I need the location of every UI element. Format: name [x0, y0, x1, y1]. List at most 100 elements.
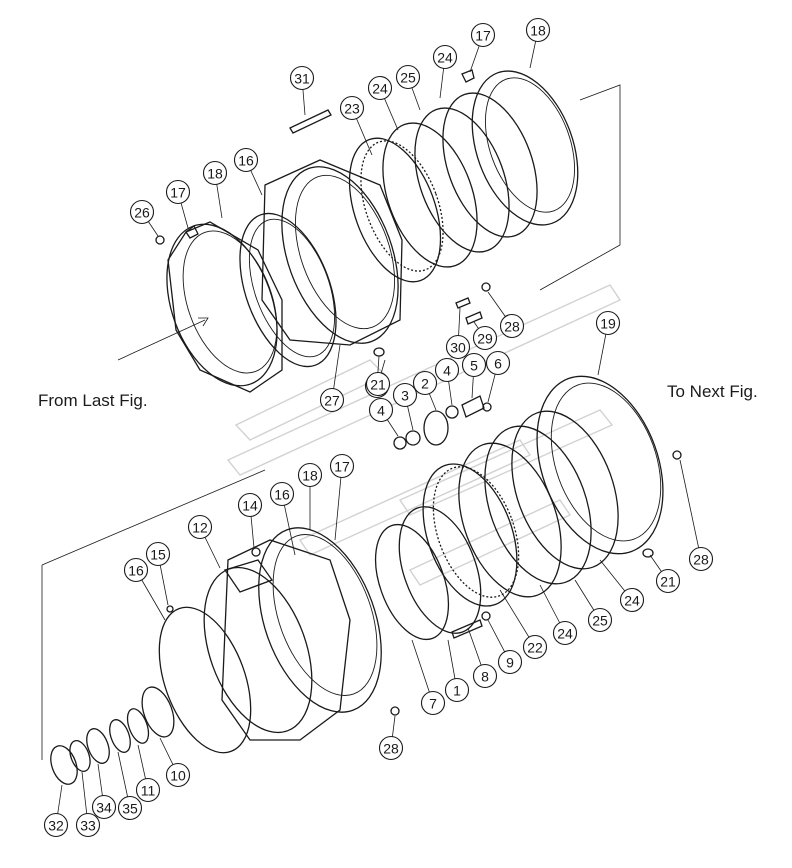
disc-24-upper-a	[382, 122, 478, 268]
callout-number: 18	[530, 23, 546, 39]
plate-12	[203, 566, 313, 734]
ring-16-upper	[239, 212, 337, 368]
callout-circle	[444, 677, 470, 703]
washer-9	[481, 611, 491, 621]
callout-circle	[497, 649, 523, 675]
callout-number: 21	[370, 377, 386, 393]
to-next-figure-label: To Next Fig.	[667, 382, 758, 401]
callout-circle	[522, 634, 548, 660]
callout-number: 16	[128, 563, 144, 579]
ring-16-lower	[158, 606, 252, 754]
callout-circle	[365, 371, 391, 397]
reference-lines	[41, 84, 621, 760]
leader-line-17	[334, 465, 343, 541]
callout-number: 5	[470, 358, 478, 374]
callout-number: 15	[150, 547, 166, 563]
from-last-figure-label: From Last Fig.	[38, 391, 148, 410]
callout-24: 24	[367, 75, 393, 101]
callout-18: 18	[202, 160, 228, 186]
callout-28: 28	[378, 735, 404, 761]
washer-4-right	[445, 405, 459, 419]
callout-number: 11	[141, 783, 156, 799]
callout-circle	[368, 397, 394, 423]
callout-circle	[412, 370, 438, 396]
callout-25: 25	[587, 607, 613, 633]
plate-19	[536, 375, 664, 555]
disc-24-lower	[458, 442, 562, 598]
clip-17-upper-left	[185, 225, 199, 239]
callout-32: 32	[43, 812, 69, 838]
callout-35: 35	[117, 795, 143, 821]
bearing-32	[50, 745, 78, 785]
pin-21-upper	[373, 347, 385, 357]
housing-lower	[258, 527, 382, 713]
callout-number: 1	[453, 683, 461, 699]
callout-number: 17	[475, 28, 491, 44]
callout-circle	[587, 607, 613, 633]
callout-28: 28	[688, 546, 714, 572]
block-14	[223, 559, 274, 593]
callout-circle	[688, 546, 714, 572]
callout-circle	[129, 199, 155, 225]
callout-number: 32	[48, 818, 64, 834]
callout-number: 17	[334, 459, 350, 475]
callout-24: 24	[432, 44, 458, 70]
callout-number: 35	[122, 801, 138, 817]
callout-number: 21	[660, 574, 676, 590]
lower-assembly	[50, 506, 491, 785]
callout-number: 23	[344, 101, 360, 117]
callout-18: 18	[525, 17, 551, 43]
callout-circle	[165, 762, 191, 788]
callout-number: 10	[170, 768, 186, 784]
callout-number: 12	[192, 520, 208, 536]
callout-number: 28	[383, 741, 399, 757]
callout-circle	[461, 352, 487, 378]
callout-number: 18	[302, 468, 318, 484]
callout-number: 31	[294, 71, 310, 87]
callout-number: 27	[324, 393, 340, 409]
callout-number: 24	[557, 626, 573, 642]
ring-35	[109, 719, 131, 753]
bolt-8	[451, 619, 483, 639]
upper-assembly	[155, 69, 579, 393]
callout-6: 6	[485, 350, 511, 376]
callout-19: 19	[595, 310, 621, 336]
callout-number: 25	[592, 613, 608, 629]
callout-circle	[472, 325, 498, 351]
leader-line-28	[679, 459, 702, 560]
callout-number: 8	[481, 669, 489, 685]
callout-9: 9	[497, 649, 523, 675]
callout-number: 16	[274, 487, 290, 503]
callout-circle	[552, 620, 578, 646]
callout-circle	[339, 95, 365, 121]
leader-lines	[55, 29, 702, 826]
callout-29: 29	[472, 325, 498, 351]
callout-circle	[499, 313, 525, 339]
callout-circle	[619, 587, 645, 613]
callout-number: 7	[429, 696, 437, 712]
shaft-5	[461, 395, 485, 418]
callout-33: 33	[75, 812, 101, 838]
callout-circle	[319, 387, 345, 413]
gear-ring-22	[422, 463, 518, 607]
callout-number: 28	[504, 319, 520, 335]
callout-16: 16	[269, 481, 295, 507]
callout-number: 30	[450, 340, 466, 356]
callout-circle	[445, 334, 471, 360]
callout-circle	[378, 735, 404, 761]
pin-15	[166, 605, 174, 613]
pin-14	[251, 547, 261, 557]
callout-25: 25	[395, 64, 421, 90]
callout-circle	[395, 64, 421, 90]
callout-number: 4	[377, 403, 385, 419]
callout-30: 30	[445, 334, 471, 360]
callout-number: 28	[693, 552, 709, 568]
carrier-1	[398, 506, 482, 634]
callout-24: 24	[552, 620, 578, 646]
callout-8: 8	[472, 663, 498, 689]
ring-11	[126, 708, 150, 744]
callout-22: 22	[522, 634, 548, 660]
pin-31	[289, 109, 332, 134]
gear-ring-23	[348, 137, 442, 283]
